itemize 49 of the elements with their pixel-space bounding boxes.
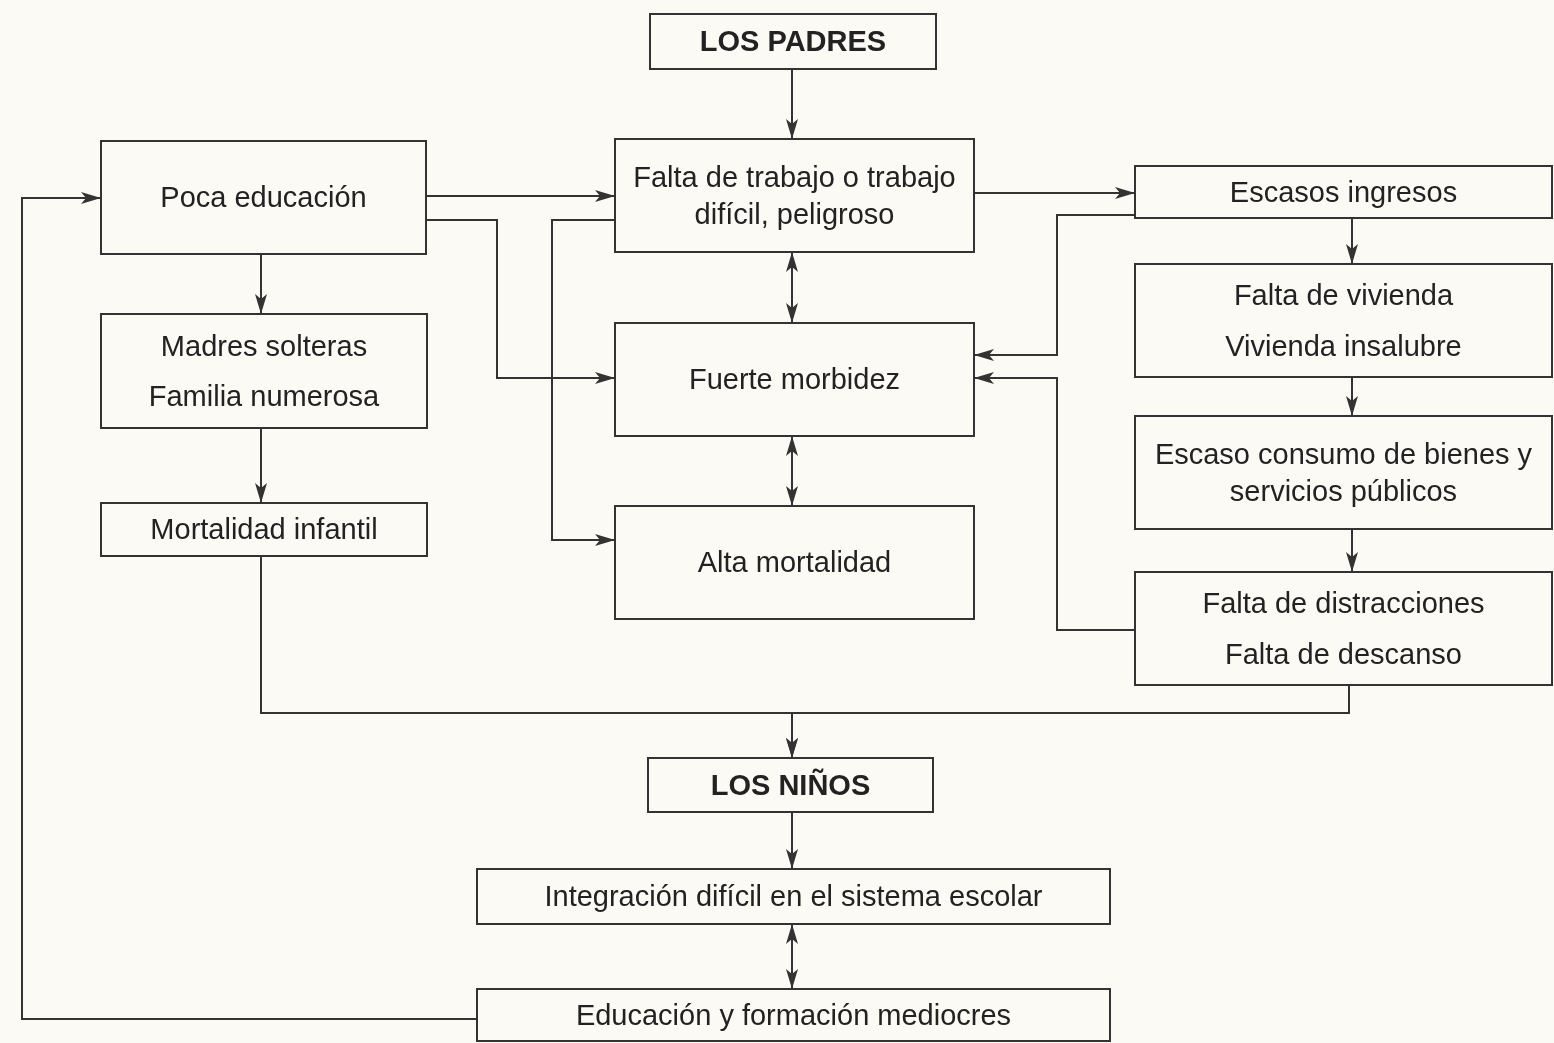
box-text: Vivienda insalubre [1225,328,1462,364]
process-box [1134,263,1553,378]
arrow [255,254,267,314]
process-box [614,138,975,253]
arrow [786,685,1350,758]
arrow [551,219,615,546]
arrow [1346,529,1358,572]
arrow [974,214,1135,361]
process-box [100,140,427,255]
box-text: Educación y formación mediocres [575,997,1012,1033]
box-text: LOS NIÑOS [710,767,871,803]
arrow [426,219,615,384]
arrow [974,187,1135,199]
arrow [786,436,798,506]
box-text: Madres solteras [160,328,368,364]
process-box [100,502,428,557]
process-box [476,868,1111,925]
box-text: Fuerte morbidez [688,362,901,398]
arrow [255,428,267,503]
arrow [1346,377,1358,416]
arrow [786,252,798,323]
arrow [974,372,1135,631]
process-box [614,505,975,620]
box-text: Integración difícil en el sistema escolar [544,879,1043,915]
box-text: Alta mortalidad [697,545,892,581]
box-text: Falta de descanso [1225,636,1462,672]
process-box [614,322,975,437]
process-box [1134,165,1553,219]
arrow [786,924,798,989]
arrow [786,69,798,139]
arrow [786,812,798,869]
box-text: Poca educación [160,180,367,216]
box-text: Escasos ingresos [1229,174,1458,210]
box-text: Mortalidad infantil [150,512,378,548]
box-text: Falta de vivienda [1233,278,1454,314]
process-box [1134,571,1553,686]
process-box [100,313,428,429]
box-text: Familia numerosa [148,379,380,414]
process-box [1134,415,1553,530]
box-text: Escaso consumo de bienes y servicios públicos [1153,437,1534,509]
process-box [647,757,934,813]
arrow [426,190,615,202]
arrow [21,192,477,1020]
box-text: Falta de trabajo o trabajo difícil, peligroso [632,160,957,232]
process-box [476,988,1111,1042]
box-text: Falta de distracciones [1202,586,1485,622]
arrow [1346,218,1358,264]
process-box [649,13,937,70]
box-text: LOS PADRES [699,24,887,60]
